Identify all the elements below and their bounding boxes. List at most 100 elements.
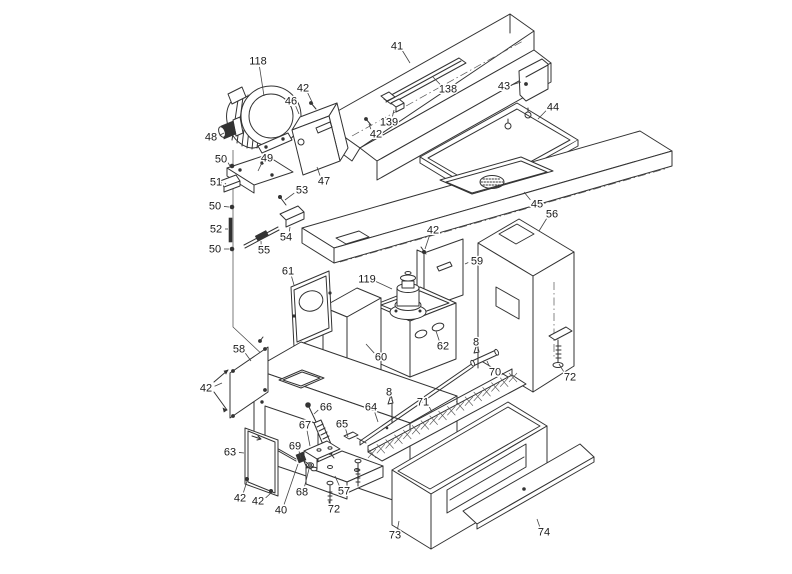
leader-line-68 <box>304 468 310 487</box>
leader-line-45 <box>523 191 531 201</box>
leader-line-44 <box>537 110 547 120</box>
leader-line-54 <box>288 226 291 232</box>
drain-grate <box>479 175 505 189</box>
part-label-53: 53 <box>296 185 308 197</box>
leader-line-73 <box>397 520 400 530</box>
leader-line-40 <box>283 463 299 505</box>
pin-52 <box>228 217 233 243</box>
leader-line-60 <box>365 343 375 354</box>
part-label-119: 119 <box>358 274 376 286</box>
table-slot <box>335 230 370 245</box>
bolt-72-bottom <box>326 458 362 509</box>
part-label-72: 72 <box>328 504 340 516</box>
leader-line-50 <box>223 206 230 208</box>
nut-68 <box>306 462 318 472</box>
mesh-hatch <box>499 377 509 387</box>
leader-line-53 <box>284 192 295 201</box>
part-label-8: 8 <box>473 337 479 349</box>
part-label-44: 44 <box>547 102 559 114</box>
leader-line-42 <box>243 480 248 493</box>
rail-64 <box>359 362 474 446</box>
part-label-40: 40 <box>275 505 287 517</box>
mesh-hatch <box>394 434 403 444</box>
double-leader-arrow <box>213 369 229 411</box>
bracket-54 <box>279 205 305 228</box>
part-label-46: 46 <box>285 96 297 108</box>
mesh-hatch <box>420 420 430 430</box>
leader-line-71 <box>428 406 433 413</box>
end-bracket-43 <box>518 58 549 102</box>
part-label-60: 60 <box>375 352 387 364</box>
leader-line-139 <box>392 109 395 117</box>
leader-line-74 <box>536 518 541 527</box>
leader-line-64 <box>374 412 379 423</box>
mesh-hatch <box>491 382 500 392</box>
cabinet-hole <box>495 286 520 320</box>
part-label-72: 72 <box>564 372 576 384</box>
part-label-51: 51 <box>210 177 222 189</box>
screws-50 <box>229 163 235 252</box>
part-label-61: 61 <box>282 266 294 278</box>
part-label-49: 49 <box>261 153 273 165</box>
leader-line-41 <box>402 50 411 64</box>
leader-line-49 <box>257 162 263 172</box>
part-label-57: 57 <box>338 486 350 498</box>
terminal-box <box>227 86 247 105</box>
leader-line-67 <box>306 430 311 447</box>
part-label-8: 8 <box>386 387 392 399</box>
mesh-hatch <box>385 439 394 449</box>
part-label-50: 50 <box>209 244 221 256</box>
part-label-42: 42 <box>252 496 264 508</box>
leader-line-47 <box>316 166 321 176</box>
gas-spring-66 <box>305 402 335 459</box>
leader-line-59 <box>464 262 469 265</box>
leader-line-62 <box>435 330 440 341</box>
part-label-70: 70 <box>489 367 501 379</box>
cover-plate-61 <box>290 270 333 348</box>
part-label-41: 41 <box>391 41 403 53</box>
leader-line-119 <box>375 280 393 290</box>
part-label-54: 54 <box>280 232 292 244</box>
leader-line-42 <box>307 92 314 105</box>
leader-line-138 <box>432 76 442 86</box>
part-label-62: 62 <box>437 341 449 353</box>
part-label-50: 50 <box>209 201 221 213</box>
part-label-48: 48 <box>205 132 217 144</box>
part-label-138: 138 <box>439 84 457 96</box>
part-label-68: 68 <box>296 487 308 499</box>
mesh-hatch <box>508 372 518 383</box>
part-label-139: 139 <box>380 117 398 129</box>
leader-line-48 <box>219 132 225 136</box>
splash-guard <box>335 13 552 181</box>
mesh-hatch <box>464 396 474 406</box>
mesh-hatch <box>411 425 421 435</box>
leader-line-51 <box>224 182 227 185</box>
part-label-42: 42 <box>297 83 309 95</box>
mesh-hatch <box>438 410 447 421</box>
leader-line-61 <box>291 276 295 286</box>
leader-line-42 <box>424 235 430 250</box>
part-label-73: 73 <box>389 530 401 542</box>
mesh-hatch <box>403 429 412 440</box>
leader-line-46 <box>295 105 300 115</box>
mesh-hatch <box>455 401 465 411</box>
leader-line-42 <box>368 123 372 130</box>
mesh-hatch <box>473 391 482 402</box>
housing-slot <box>278 369 325 389</box>
part-label-64: 64 <box>365 402 377 414</box>
electrical-box <box>291 101 349 176</box>
leader-line-63 <box>238 452 245 454</box>
part-label-66: 66 <box>320 402 332 414</box>
motor <box>218 85 302 154</box>
part-label-65: 65 <box>336 419 348 431</box>
part-label-67: 67 <box>299 420 311 432</box>
tank-handle <box>414 329 428 339</box>
storage-box-73 <box>391 401 548 550</box>
leader-line-65 <box>345 429 349 438</box>
part-label-58: 58 <box>233 344 245 356</box>
part-label-118: 118 <box>249 56 267 68</box>
part-label-45: 45 <box>531 199 543 211</box>
